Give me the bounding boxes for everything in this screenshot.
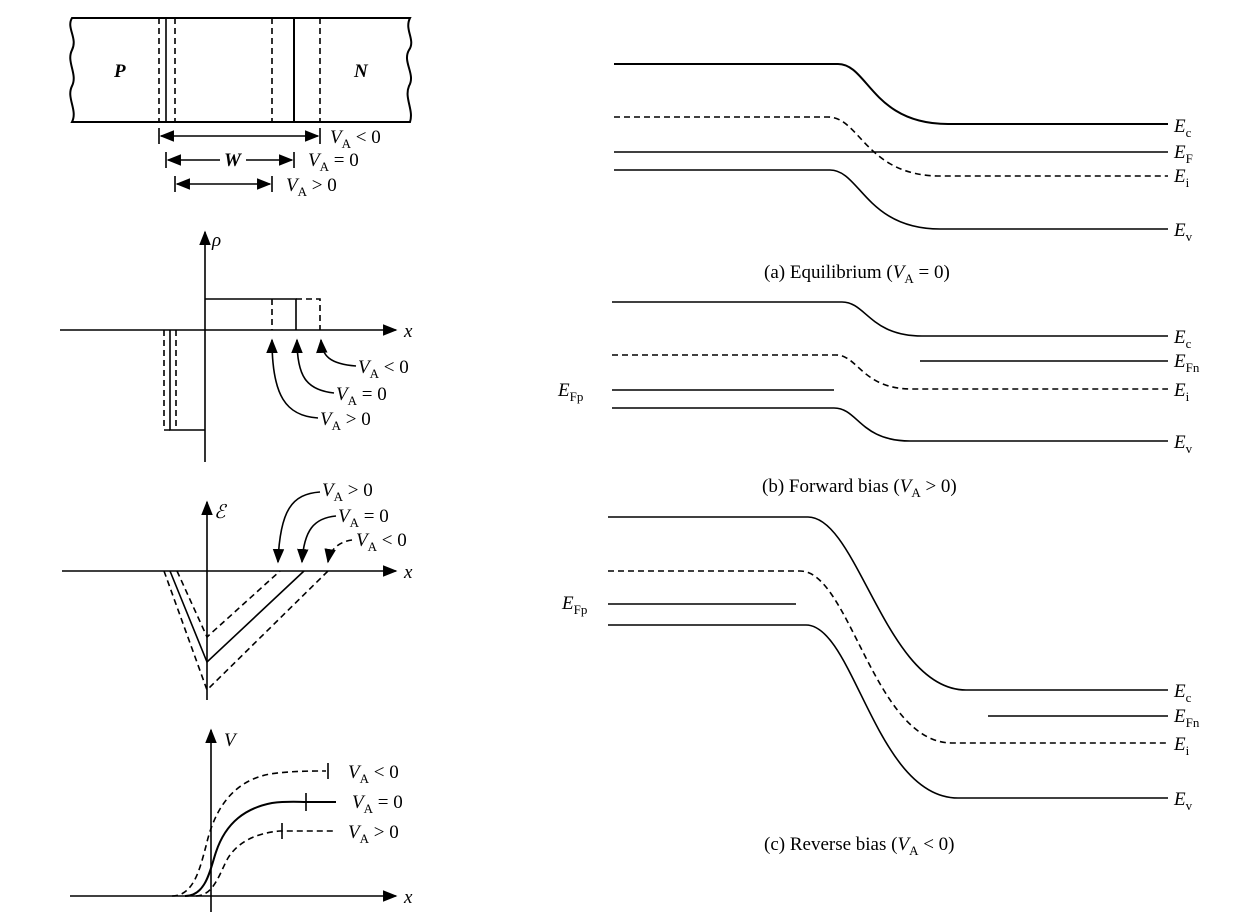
rho-arrow-zero [291, 338, 335, 394]
efield-label-pos: VA > 0 [322, 480, 373, 504]
band-a-label-ef: EF [1173, 142, 1193, 166]
rho-label-neg: VA < 0 [358, 357, 409, 381]
electric-field-plot: ℰ x VA > 0 VA = 0 VA < 0 [62, 480, 413, 700]
n-region-label: N [353, 61, 369, 82]
band-c-label-ev: Ev [1173, 789, 1193, 813]
potential-axis-label: V [224, 730, 238, 751]
rho-arrow-neg [316, 338, 357, 367]
band-c-label-efn: EFn [1173, 706, 1200, 730]
rho-negative-neg [163, 330, 170, 431]
efield-pos [176, 570, 281, 639]
band-a-label-ec: Ec [1173, 116, 1192, 140]
rho-label-zero: VA = 0 [336, 384, 387, 408]
band-c-label-efp: EFp [561, 593, 587, 617]
band-b-ei [612, 354, 1168, 390]
rho-x-label: x [403, 321, 413, 342]
band-b-label-ei: Ei [1173, 380, 1190, 404]
band-b-label-ev: Ev [1173, 432, 1193, 456]
band-a-label-ev: Ev [1173, 220, 1193, 244]
caption-reverse: (c) Reverse bias (VA < 0) [764, 834, 955, 858]
band-diagram-forward: EFp Ec EFn Ei Ev (b) Forward bias (VA > … [557, 301, 1200, 500]
band-a-label-ei: Ei [1173, 166, 1190, 190]
caption-forward: (b) Forward bias (VA > 0) [762, 476, 957, 500]
band-b-ec [612, 301, 1168, 337]
band-b-label-efp: EFp [557, 380, 583, 404]
p-region-label: P [113, 61, 126, 82]
efield-solid [169, 570, 305, 664]
rho-positive-solid [205, 298, 297, 330]
band-a-ec [614, 63, 1168, 125]
efield-arrow-pos [272, 491, 321, 564]
efield-x-label: x [403, 562, 413, 583]
caption-equilibrium: (a) Equilibrium (VA = 0) [764, 262, 950, 286]
potential-plot: V x VA < 0 VA = 0 VA > 0 [70, 728, 413, 912]
band-c-ei [608, 570, 1168, 744]
junction-diagram: P N VA < 0 W VA = 0 VA > 0 [69, 17, 413, 199]
band-a-ev [614, 169, 1168, 230]
band-c-ec [608, 516, 1168, 691]
band-b-label-ec: Ec [1173, 327, 1192, 351]
charge-density-plot: ρ x VA < 0 VA = 0 VA > 0 [60, 230, 413, 462]
band-diagram-reverse: EFp Ec EFn Ei Ev (c) Reverse bias (VA < … [561, 516, 1200, 858]
potential-x-label: x [403, 887, 413, 908]
efield-neg [163, 570, 329, 692]
rho-arrow-pos [266, 338, 319, 419]
band-b-ev [612, 407, 1168, 442]
band-diagram-equilibrium: Ec EF Ei Ev (a) Equilibrium (VA = 0) [614, 63, 1193, 286]
efield-label-zero: VA = 0 [338, 506, 389, 530]
potential-label-pos: VA > 0 [348, 822, 399, 846]
potential-solid [184, 800, 336, 897]
efield-axis-label: ℰ [214, 502, 228, 523]
potential-label-zero: VA = 0 [352, 792, 403, 816]
band-b-label-efn: EFn [1173, 351, 1200, 375]
efield-arrow-neg [324, 539, 353, 564]
potential-pos [195, 830, 336, 897]
efield-label-neg: VA < 0 [356, 530, 407, 554]
potential-label-neg: VA < 0 [348, 762, 399, 786]
rho-label-pos: VA > 0 [320, 409, 371, 433]
width-label-pos: VA > 0 [286, 175, 337, 199]
junction-block-outline [69, 17, 413, 123]
rho-positive-neg [296, 298, 321, 330]
band-c-ev [608, 624, 1168, 799]
efield-arrow-zero [297, 515, 337, 564]
band-c-label-ec: Ec [1173, 681, 1192, 705]
rho-axis-label: ρ [211, 230, 221, 251]
width-label-neg: VA < 0 [330, 127, 381, 151]
band-a-ei [614, 116, 1168, 177]
width-label-zero: VA = 0 [308, 150, 359, 174]
width-label-w: W [224, 150, 242, 171]
potential-neg [171, 770, 327, 897]
band-c-label-ei: Ei [1173, 734, 1190, 758]
